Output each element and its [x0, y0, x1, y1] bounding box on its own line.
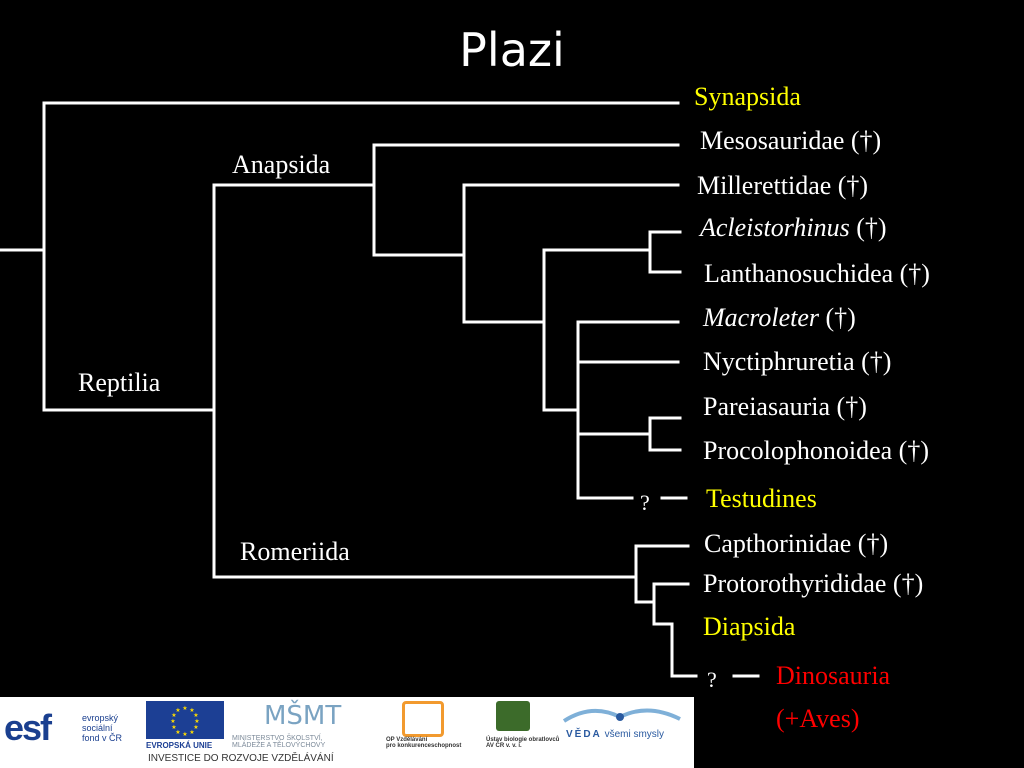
taxon-mesosauridae: Mesosauridae (†) — [700, 126, 882, 155]
ubo-logo-text: Ústav biologie obratlovců AV ČR v. v. i. — [486, 737, 559, 749]
clade-label-reptilia: Reptilia — [78, 368, 161, 397]
ubo-logo: Ústav biologie obratlovců AV ČR v. v. i. — [486, 701, 559, 753]
op-text-line: pro konkurenceschopnost — [386, 743, 462, 749]
funding-logo-bar: esf evropský sociální fond v ČR ★★★ ★★★ … — [0, 697, 694, 768]
svg-text:★: ★ — [193, 724, 198, 731]
veda-logo-word: VĚDA — [566, 729, 602, 740]
ubo-text-line: AV ČR v. v. i. — [486, 743, 522, 749]
veda-logo-slogan: všemi smysly — [604, 729, 665, 740]
phylogenetic-tree — [0, 101, 760, 678]
svg-text:★: ★ — [175, 729, 180, 736]
esf-logo: esf evropský sociální fond v ČR — [4, 703, 138, 747]
veda-logo-mark-icon — [562, 708, 681, 723]
taxon-protorothyrididae: Protorothyrididae (†) — [703, 569, 924, 598]
op-text-line: OP Vzdělávání — [386, 737, 428, 743]
eu-flag-icon: ★★★ ★★★ ★★★ ★★★ — [146, 701, 224, 739]
esf-text-line: evropský — [82, 713, 119, 723]
svg-text:★: ★ — [189, 729, 194, 736]
taxon-lanthanosuchidea: Lanthanosuchidea (†) — [704, 259, 930, 288]
testudines-question-mark: ? — [640, 490, 650, 515]
taxon-pareiasauria: Pareiasauria (†) — [703, 392, 867, 421]
svg-text:★: ★ — [189, 707, 194, 714]
ubo-logo-mark-icon — [496, 701, 530, 731]
taxon-capthorinidae: Capthorinidae (†) — [704, 529, 889, 558]
msmt-logo-mark: MŠMT — [264, 701, 342, 731]
dinosauria-question-mark: ? — [707, 667, 717, 692]
svg-text:★: ★ — [194, 718, 199, 725]
veda-logo-text: VĚDA všemi smysly — [566, 729, 664, 740]
esf-logo-text: evropský sociální fond v ČR — [82, 713, 122, 743]
msmt-logo-text: MINISTERSTVO ŠKOLSTVÍ, MLÁDEŽE A TĚLOVÝC… — [232, 735, 325, 749]
taxon-millerettidae: Millerettidae (†) — [697, 171, 869, 200]
op-vzdelavani-logo: OP Vzdělávání pro konkurenceschopnost — [386, 701, 466, 753]
taxon-acleistorhinus-name: Acleistorhinus — [700, 213, 850, 242]
op-logo-mark-icon — [402, 701, 444, 737]
msmt-text-line: MLÁDEŽE A TĚLOVÝCHOVY — [232, 742, 326, 749]
taxon-acleistorhinus: Acleistorhinus (†) — [700, 213, 887, 243]
clade-label-anapsida: Anapsida — [232, 150, 331, 179]
taxon-aves: (+Aves) — [776, 704, 860, 733]
esf-text-line: fond v ČR — [82, 733, 123, 743]
taxon-testudines: Testudines — [706, 484, 817, 513]
taxon-nyctiphruretia: Nyctiphruretia (†) — [703, 347, 892, 376]
msmt-text-line: MINISTERSTVO ŠKOLSTVÍ, — [232, 735, 323, 742]
svg-text:★: ★ — [175, 707, 180, 714]
investice-slogan: INVESTICE DO ROZVOJE VZDĚLÁVÁNÍ — [148, 753, 334, 764]
svg-text:★: ★ — [171, 712, 176, 719]
eu-logo: ★★★ ★★★ ★★★ ★★★ EVROPSKÁ UNIE — [146, 701, 224, 751]
op-logo-text: OP Vzdělávání pro konkurenceschopnost — [386, 737, 461, 749]
taxon-diapsida: Diapsida — [703, 612, 796, 641]
esf-text-line: sociální — [82, 723, 113, 733]
svg-text:★: ★ — [170, 718, 175, 725]
taxon-macroleter: Macroleter (†) — [703, 303, 856, 333]
taxon-procolophonoidea: Procolophonoidea (†) — [703, 436, 930, 465]
svg-text:★: ★ — [182, 731, 187, 738]
taxon-dinosauria: Dinosauria — [776, 661, 891, 690]
svg-text:★: ★ — [171, 724, 176, 731]
taxon-macroleter-suffix: (†) — [819, 303, 856, 332]
ubo-text-line: Ústav biologie obratlovců — [486, 737, 560, 743]
taxon-synapsida: Synapsida — [694, 82, 801, 111]
svg-text:★: ★ — [193, 712, 198, 719]
esf-logo-mark: esf — [4, 707, 52, 748]
taxon-macroleter-name: Macroleter — [703, 303, 819, 332]
eu-logo-text: EVROPSKÁ UNIE — [146, 741, 213, 750]
svg-text:★: ★ — [182, 705, 187, 712]
veda-logo: VĚDA všemi smysly — [562, 703, 686, 749]
msmt-logo: MŠMT MINISTERSTVO ŠKOLSTVÍ, MLÁDEŽE A TĚ… — [232, 701, 372, 751]
clade-label-romeriida: Romeriida — [240, 537, 350, 566]
taxon-acleistorhinus-suffix: (†) — [849, 213, 887, 242]
slide-title: Plazi — [459, 23, 565, 77]
